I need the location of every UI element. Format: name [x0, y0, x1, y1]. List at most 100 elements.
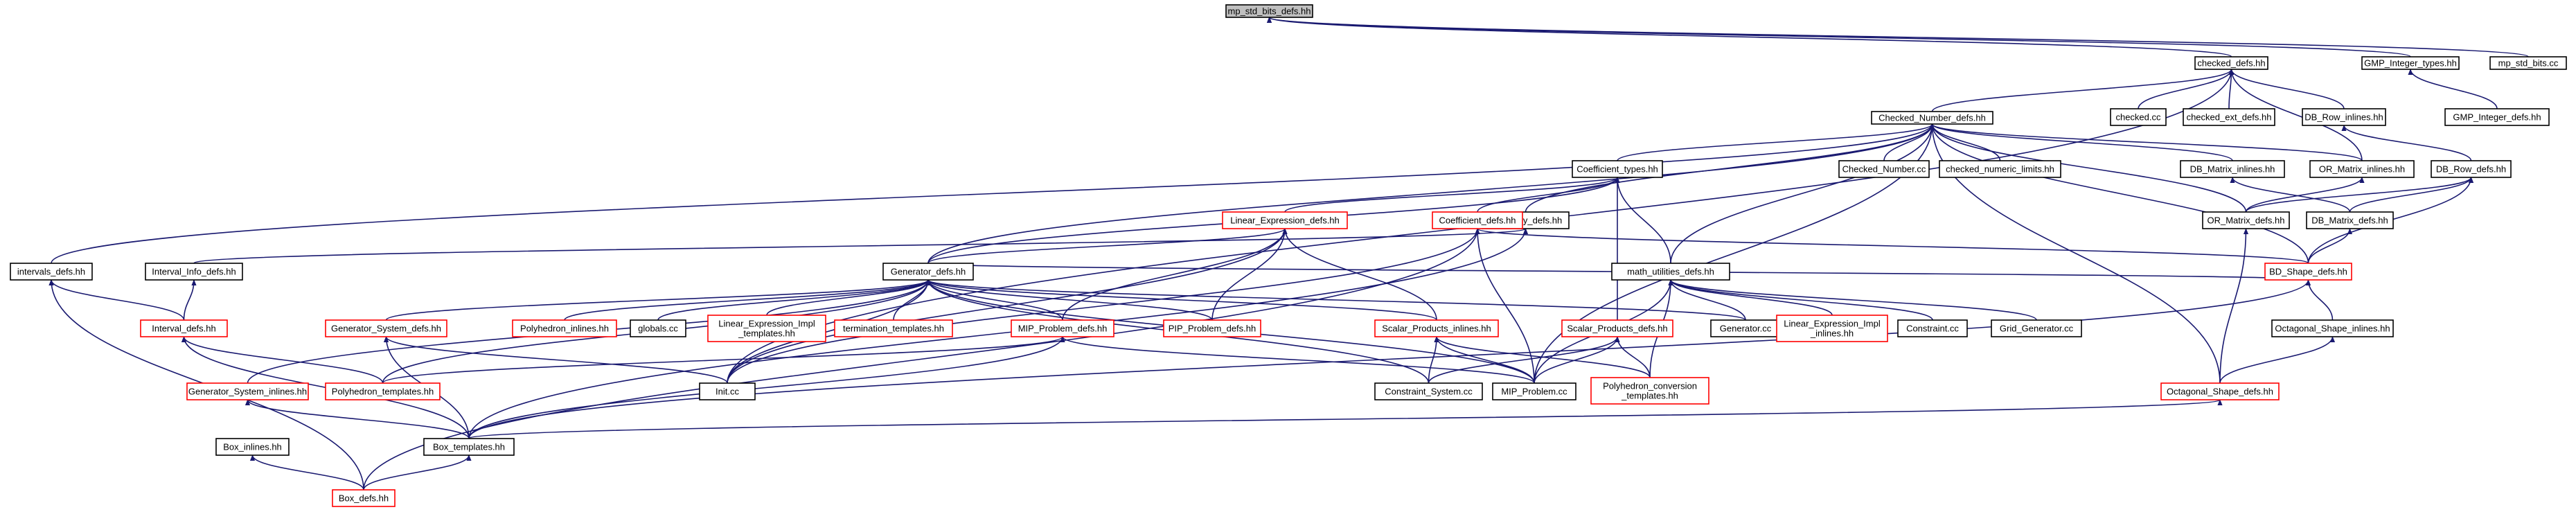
edge-constraint_system_cc-to-scalar_products_defs — [1428, 336, 1620, 384]
edge-gmp_integer_defs-to-gmp_integer_types — [2408, 69, 2498, 109]
node-polyhedron-conversion-templates[interactable]: Polyhedron_conversion_templates.hh — [1590, 377, 1709, 405]
node-label: checked_defs.hh — [2197, 58, 2265, 69]
node-box — [1011, 319, 1114, 337]
node-mip-problem-defs[interactable]: MIP_Problem_defs.hh — [1011, 319, 1114, 337]
node-box-defs[interactable]: Box_defs.hh — [332, 489, 396, 507]
node-or-matrix-inlines[interactable]: OR_Matrix_inlines.hh — [2309, 160, 2415, 178]
node-label: DB_Row_defs.hh — [2436, 164, 2506, 175]
node-label: Scalar_Products_defs.hh — [1567, 324, 1667, 334]
node-label: Linear_Expression_Impl — [1784, 319, 1881, 329]
node-label: PIP_Problem_defs.hh — [1169, 324, 1256, 334]
node-linear-expression-impl-inlines[interactable]: Linear_Expression_Impl_inlines.hh — [1776, 315, 1888, 342]
node-mp-std-bits-cc[interactable]: mp_std_bits.cc — [2489, 56, 2567, 70]
edge-pip_problem_defs-to-generator_defs — [925, 279, 1213, 321]
node-label: BD_Shape_defs.hh — [2269, 267, 2347, 277]
node-box — [1871, 111, 1993, 125]
edge-mp_std_bits_cc-to-mp_std_bits_defs — [1267, 17, 2529, 58]
edge-coefficient_defs-to-coefficient_types — [1477, 177, 1620, 213]
node-mp-std-bits-defs[interactable]: mp_std_bits_defs.hh — [1225, 4, 1313, 18]
edge-constraint_cc-to-math_utilities_defs — [1668, 279, 1933, 321]
node-octagonal-shape-inlines[interactable]: Octagonal_Shape_inlines.hh — [2271, 319, 2394, 337]
edge-init_cc-to-linear_expression_defs — [727, 228, 1288, 384]
node-linear-expression-defs[interactable]: Linear_Expression_defs.hh — [1222, 211, 1348, 229]
node-db-matrix-inlines[interactable]: DB_Matrix_inlines.hh — [2180, 160, 2285, 178]
node-label: OR_Matrix_defs.hh — [2208, 215, 2285, 226]
node-box — [1432, 211, 1523, 229]
node-box — [1222, 211, 1348, 229]
node-gmp-integer-defs[interactable]: GMP_Integer_defs.hh — [2444, 108, 2550, 126]
edge-scalar_products_inlines-to-generator_defs — [925, 279, 1437, 321]
node-checked-defs[interactable]: checked_defs.hh — [2194, 56, 2268, 70]
node-box — [1897, 319, 1968, 337]
edge-polyhedron_templates-to-interval_defs — [181, 336, 384, 384]
node-generator-system-defs[interactable]: Generator_System_defs.hh — [325, 319, 447, 337]
node-box — [1776, 315, 1888, 342]
node-or-matrix-defs[interactable]: OR_Matrix_defs.hh — [2202, 211, 2290, 229]
node-label: _templates.hh — [738, 328, 795, 339]
edge-bd_shape_defs-to-db_matrix_defs — [2307, 228, 2353, 264]
node-box — [1374, 382, 1483, 400]
node-box-templates[interactable]: Box_templates.hh — [423, 438, 515, 456]
node-interval-defs[interactable]: Interval_defs.hh — [140, 319, 228, 337]
node-coefficient-defs[interactable]: Coefficient_defs.hh — [1432, 211, 1523, 229]
node-label: Octagonal_Shape_inlines.hh — [2275, 324, 2390, 334]
node-linear-expression-impl-templates[interactable]: Linear_Expression_Impl_templates.hh — [707, 315, 826, 342]
node-gmp-integer-types[interactable]: GMP_Integer_types.hh — [2361, 56, 2460, 70]
node-generator-defs[interactable]: Generator_defs.hh — [882, 263, 974, 281]
node-label: Octagonal_Shape_defs.hh — [2167, 387, 2273, 397]
node-constraint-cc[interactable]: Constraint.cc — [1897, 319, 1968, 337]
node-bd-shape-defs[interactable]: BD_Shape_defs.hh — [2264, 263, 2352, 281]
edge-box_templates-to-generator_system_inlines — [245, 399, 470, 439]
node-box — [140, 319, 228, 337]
node-box — [834, 319, 953, 337]
node-pip-problem-defs[interactable]: PIP_Problem_defs.hh — [1163, 319, 1261, 337]
node-polyhedron-inlines[interactable]: Polyhedron_inlines.hh — [512, 319, 617, 337]
node-box — [512, 319, 617, 337]
edge-pip_problem_defs-to-linear_expression_defs — [1211, 228, 1288, 321]
node-box — [699, 382, 756, 400]
edge-checked_cc-to-checked_defs — [2138, 69, 2235, 109]
node-generator-cc[interactable]: Generator.cc — [1710, 319, 1781, 337]
node-init-cc[interactable]: Init.cc — [699, 382, 756, 400]
node-db-matrix-defs[interactable]: DB_Matrix_defs.hh — [2306, 211, 2394, 229]
node-octagonal-shape-defs[interactable]: Octagonal_Shape_defs.hh — [2160, 382, 2280, 400]
node-interval-info-defs[interactable]: Interval_Info_defs.hh — [145, 263, 243, 281]
node-label: Generator_System_inlines.hh — [188, 387, 307, 397]
edge-interval_defs-to-intervals_defs — [48, 279, 185, 321]
edge-box_defs-to-box_templates — [363, 454, 472, 491]
edge-or_matrix_defs-to-checked_number_defs — [1929, 123, 2247, 213]
node-box — [423, 438, 515, 456]
node-scalar-products-inlines[interactable]: Scalar_Products_inlines.hh — [1374, 319, 1499, 337]
node-label: DB_Matrix_defs.hh — [2311, 215, 2388, 226]
node-grid-generator-cc[interactable]: Grid_Generator.cc — [1991, 319, 2082, 337]
node-box-inlines[interactable]: Box_inlines.hh — [215, 438, 290, 456]
node-label: checked_numeric_limits.hh — [1946, 164, 2054, 175]
node-checked-number-defs[interactable]: Checked_Number_defs.hh — [1871, 111, 1993, 125]
node-scalar-products-defs[interactable]: Scalar_Products_defs.hh — [1561, 319, 1673, 337]
node-globals-cc[interactable]: globals.cc — [630, 319, 686, 337]
node-generator-system-inlines[interactable]: Generator_System_inlines.hh — [186, 382, 309, 400]
node-box — [332, 489, 396, 507]
node-coefficient-types[interactable]: Coefficient_types.hh — [1572, 160, 1663, 178]
node-mip-problem-cc[interactable]: MIP_Problem.cc — [1492, 382, 1576, 400]
node-label: Coefficient_types.hh — [1576, 164, 1658, 175]
edge-db_row_defs-to-db_row_inlines — [2341, 125, 2472, 161]
node-checked-numeric-limits[interactable]: checked_numeric_limits.hh — [1939, 160, 2061, 178]
node-math-utilities-defs[interactable]: math_utilities_defs.hh — [1611, 263, 1730, 281]
node-db-row-defs[interactable]: DB_Row_defs.hh — [2431, 160, 2512, 178]
node-label: _inlines.hh — [1810, 328, 1854, 339]
node-checked-ext-defs[interactable]: checked_ext_defs.hh — [2183, 108, 2275, 126]
edge-linear_expression_defs-to-coefficient_types — [1284, 177, 1620, 213]
node-polyhedron-templates[interactable]: Polyhedron_templates.hh — [325, 382, 441, 400]
node-intervals-defs[interactable]: intervals_defs.hh — [10, 263, 93, 281]
edge-box_templates-to-mip_problem_defs — [468, 336, 1065, 439]
node-label: Linear_Expression_Impl — [718, 319, 815, 329]
edge-generator_system_defs-to-generator_defs — [385, 279, 931, 321]
node-db-row-inlines[interactable]: DB_Row_inlines.hh — [2302, 108, 2386, 126]
node-termination-templates[interactable]: termination_templates.hh — [834, 319, 953, 337]
node-constraint-system-cc[interactable]: Constraint_System.cc — [1374, 382, 1483, 400]
node-checked-cc[interactable]: checked.cc — [2110, 108, 2167, 126]
node-checked-number-cc[interactable]: Checked_Number.cc — [1838, 160, 1930, 178]
edge-init_cc-to-generator_system_defs — [384, 336, 728, 384]
node-box — [2160, 382, 2280, 400]
